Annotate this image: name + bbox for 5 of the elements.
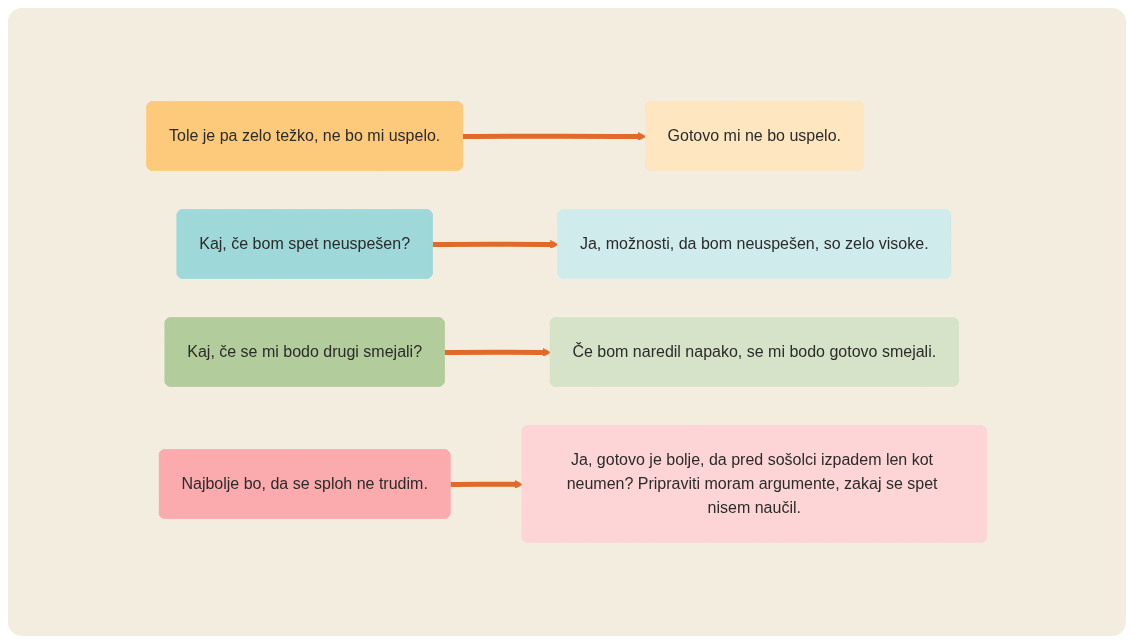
arrow [444,348,552,357]
arrow [432,240,560,249]
arrow [450,479,524,489]
panel-background: Tole je pa zelo težko, ne bo mi uspelo. Gotovo mi ne bo uspelo. Kaj, če bom spet neuspešen? Ja, možnosti, da bom neuspešen, so zelo visoke. Kaj, če se mi bodo drugi smejali? Če bom naredil napako, se mi bodo gotovo smejali. Najbolje bo, da se sploh ne trudim. Ja, gotovo je bolje, da pred sošolci izpadem len kot neumen? Pripraviti moram argumente, zakaj se spet nisem naučil. [8,8,1126,636]
arrow [463,132,647,141]
